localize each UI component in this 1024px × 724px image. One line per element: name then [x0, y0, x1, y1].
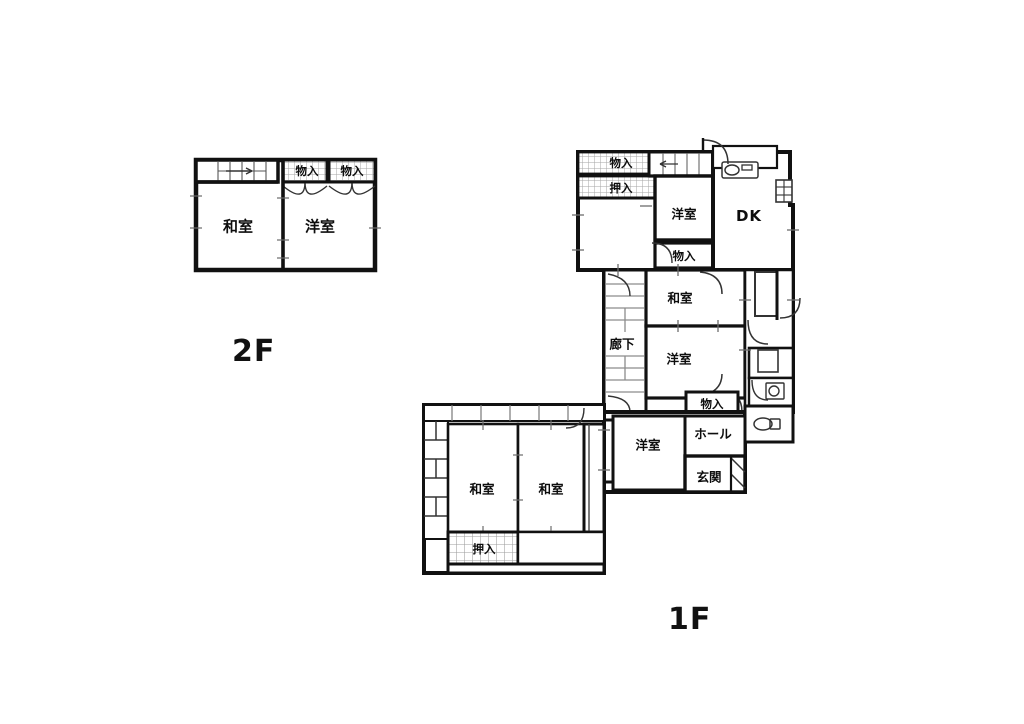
room-label-genkan-entrance: 玄関 [696, 469, 722, 485]
floor-label-2f: 2F [232, 334, 276, 369]
room-label-washitsu-south-left: 和室 [469, 481, 495, 497]
room-label-yoshitsu-south: 洋室 [635, 437, 661, 453]
floor-label-1f: 1F [668, 602, 712, 637]
room-label-monoire-center-north: 物入 [672, 249, 696, 263]
room-label-washitsu-upper-left: 和室 [222, 217, 254, 236]
room-label-washitsu-south-right: 和室 [538, 481, 564, 497]
room-label-monoire-north: 物入 [609, 156, 633, 170]
room-label-hall: ホール [694, 426, 732, 442]
second-floor-plan [190, 157, 381, 273]
room-label-oshiire-south: 押入 [472, 542, 496, 556]
room-label-monoire-2f-left: 物入 [295, 164, 319, 178]
room-label-washitsu-center: 和室 [667, 290, 693, 306]
room-label-yoshitsu-north: 洋室 [671, 206, 697, 222]
room-label-oshiire-north: 押入 [609, 181, 633, 195]
room-label-rouka-corridor: 廊下 [609, 336, 635, 352]
room-label-dk-kitchen: DK [735, 207, 763, 225]
room-label-yoshitsu-upper-right: 洋室 [304, 217, 336, 236]
first-floor-plan [422, 138, 801, 575]
room-label-monoire-hall: 物入 [700, 397, 724, 411]
room-label-yoshitsu-center: 洋室 [666, 351, 692, 367]
room-label-monoire-2f-right: 物入 [340, 164, 364, 178]
